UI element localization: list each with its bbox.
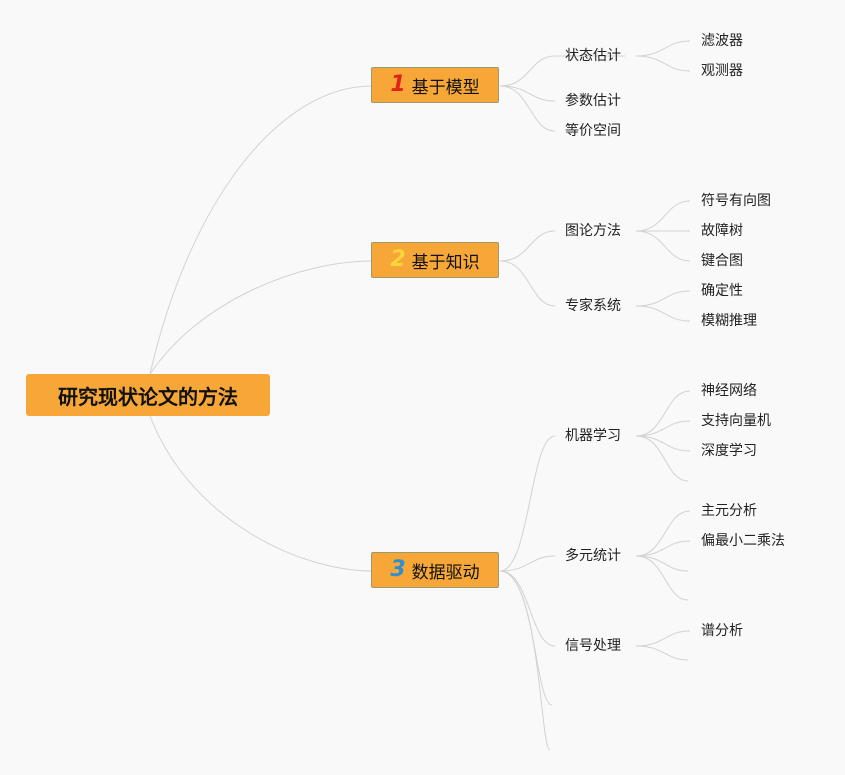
leaf-deep-learning[interactable]: 深度学习: [701, 443, 757, 459]
leaf-observer[interactable]: 观测器: [701, 63, 743, 79]
link-s1-l1: [635, 40, 691, 57]
branch-number: 2: [390, 247, 406, 272]
subtopic-signal-processing[interactable]: 信号处理: [565, 638, 621, 654]
link-b2-s1: [499, 230, 556, 262]
link-s22-l2: [635, 305, 691, 322]
link-s1-l2: [635, 55, 691, 72]
link-s21-l3: [635, 230, 691, 262]
branch-number: 1: [390, 72, 406, 97]
leaf-filter[interactable]: 滤波器: [701, 33, 743, 49]
link-b1-s2: [499, 85, 556, 102]
subtopic-parity-space[interactable]: 等价空间: [565, 123, 621, 139]
root-node[interactable]: 研究现状论文的方法: [26, 374, 270, 416]
link-s31-l2: [635, 420, 691, 437]
link-b3-s4: [499, 570, 553, 706]
link-s32-l1: [635, 510, 691, 557]
link-s21-l1: [635, 200, 691, 232]
subtopic-parameter-estimation[interactable]: 参数估计: [565, 93, 621, 109]
link-b3-s2: [499, 555, 556, 572]
link-s32-l3: [635, 555, 689, 572]
link-b3-s3: [499, 570, 556, 647]
leaf-pls[interactable]: 偏最小二乘法: [701, 533, 785, 549]
subtopic-multivariate-statistics[interactable]: 多元统计: [565, 548, 621, 564]
link-s31-l3: [635, 435, 691, 452]
link-b3-s5: [499, 570, 551, 751]
branch-number: 3: [390, 557, 406, 582]
subtopic-machine-learning[interactable]: 机器学习: [565, 428, 621, 444]
link-b1-s1: [499, 55, 625, 87]
leaf-neural-network[interactable]: 神经网络: [701, 383, 757, 399]
subtopic-expert-system[interactable]: 专家系统: [565, 298, 621, 314]
link-root-b3: [149, 415, 373, 572]
branch-node-model[interactable]: 1 基于模型: [371, 67, 499, 103]
leaf-fault-tree[interactable]: 故障树: [701, 223, 743, 239]
leaf-svm[interactable]: 支持向量机: [701, 413, 771, 429]
link-s33-l1: [635, 630, 691, 647]
link-root-b1: [149, 85, 373, 375]
leaf-signed-digraph[interactable]: 符号有向图: [701, 193, 771, 209]
root-label: 研究现状论文的方法: [58, 384, 238, 409]
branch-node-knowledge[interactable]: 2 基于知识: [371, 242, 499, 278]
link-s33-l2: [635, 645, 689, 661]
branch-node-data-driven[interactable]: 3 数据驱动: [371, 552, 499, 588]
branch-label: 数据驱动: [411, 562, 480, 583]
leaf-pca[interactable]: 主元分析: [701, 503, 757, 519]
leaf-spectral-analysis[interactable]: 谱分析: [701, 623, 743, 639]
link-b2-s2: [499, 260, 556, 307]
link-s31-l1: [635, 390, 691, 437]
subtopic-state-estimation[interactable]: 状态估计: [565, 48, 621, 64]
leaf-fuzzy-reasoning[interactable]: 模糊推理: [701, 313, 757, 329]
leaf-deterministic[interactable]: 确定性: [701, 283, 743, 299]
branch-label: 基于知识: [411, 252, 480, 273]
subtopic-graph-theory[interactable]: 图论方法: [565, 223, 621, 239]
link-b1-s3: [499, 85, 556, 132]
link-s22-l1: [635, 290, 691, 307]
link-root-b2: [149, 260, 373, 375]
link-s31-l4: [635, 435, 689, 482]
link-s32-l2: [635, 540, 691, 557]
link-b3-s1: [499, 435, 556, 572]
link-s32-l4: [635, 555, 689, 601]
branch-label: 基于模型: [411, 77, 480, 98]
leaf-bond-graph[interactable]: 键合图: [701, 253, 743, 269]
